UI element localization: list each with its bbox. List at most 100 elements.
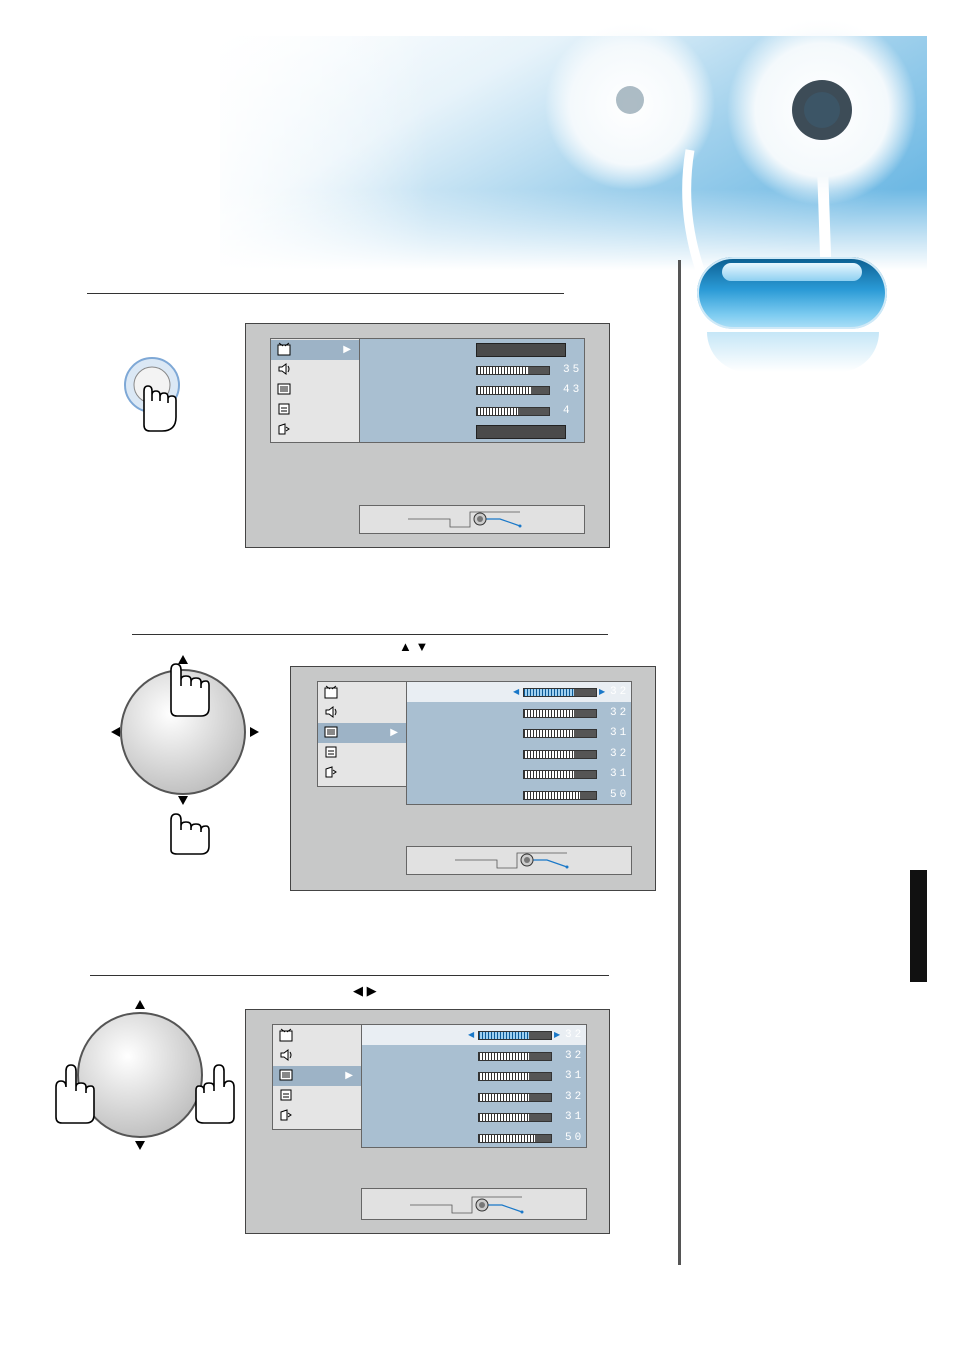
osd-setting-row[interactable]: ◀ ▶ 32 xyxy=(407,682,631,702)
submenu-arrow-icon: ▶ xyxy=(343,344,351,355)
input-icon xyxy=(278,423,290,435)
picture-icon xyxy=(279,1028,293,1042)
osd-level-bar[interactable] xyxy=(476,406,550,416)
osd-level-bar[interactable] xyxy=(523,688,597,697)
osd-setting-row[interactable]: 31 xyxy=(362,1107,586,1127)
osd-level-value: 35 xyxy=(563,363,583,376)
osd-level-bar[interactable] xyxy=(523,790,597,800)
osd-option-box[interactable] xyxy=(476,425,566,439)
osd-menu-item[interactable] xyxy=(273,1026,361,1046)
osd-setting-row[interactable]: 31 xyxy=(407,764,631,784)
hand-pointer-icon xyxy=(143,385,177,432)
osd-level-bar[interactable] xyxy=(523,729,597,738)
osd-menu-item[interactable] xyxy=(273,1046,361,1066)
osd-menu-item[interactable] xyxy=(318,683,406,703)
osd-menu-item[interactable] xyxy=(271,400,359,420)
step2-rule xyxy=(132,634,608,635)
osd-setting-row[interactable]: 35 xyxy=(360,360,584,380)
osd-menu-item[interactable]: ▶ xyxy=(273,1066,361,1086)
osd-setting-row[interactable] xyxy=(360,421,584,441)
submenu-arrow-icon: ▶ xyxy=(390,727,398,738)
feature-icon xyxy=(325,746,337,758)
osd-level-value: 32 xyxy=(610,686,630,698)
joystick-up-down xyxy=(111,655,259,855)
osd-navigation-hint xyxy=(359,505,585,534)
osd-setting-row[interactable]: 32 xyxy=(362,1087,586,1107)
feature-icon xyxy=(280,1089,292,1101)
osd-level-value: 32 xyxy=(565,1090,585,1103)
osd-setting-row[interactable]: 4 xyxy=(360,401,584,421)
osd-level-bar[interactable] xyxy=(478,1051,552,1061)
osd-menu-item[interactable]: ▶ xyxy=(318,723,406,743)
osd-setting-row[interactable]: 43 xyxy=(360,380,584,400)
osd-setting-row[interactable]: 31 xyxy=(407,723,631,743)
osd-level-bar[interactable] xyxy=(478,1092,552,1102)
osd-menu-item[interactable] xyxy=(271,360,359,380)
osd-setting-row[interactable]: 50 xyxy=(362,1128,586,1148)
osd-level-bar[interactable] xyxy=(476,365,550,375)
joystick-left-right xyxy=(55,1000,235,1150)
osd-level-value: 43 xyxy=(563,384,583,396)
osd-level-value: 31 xyxy=(610,727,630,739)
navigation-diagram-icon xyxy=(410,1196,524,1214)
osd-menu-item[interactable]: ▶ xyxy=(271,340,359,360)
page-tab-marker xyxy=(910,870,927,982)
osd-navigation-hint xyxy=(361,1188,587,1220)
osd-menu-sidebar: ▶ xyxy=(270,338,360,443)
sound-icon xyxy=(325,706,337,718)
input-icon xyxy=(280,1109,292,1121)
osd-level-bar[interactable] xyxy=(476,386,550,395)
osd-level-bar[interactable] xyxy=(523,749,597,759)
osd-setting-row[interactable]: 31 xyxy=(362,1066,586,1086)
navigation-diagram-icon xyxy=(455,852,569,869)
osd-setting-row[interactable]: 32 xyxy=(407,703,631,723)
decrease-arrow-icon[interactable]: ◀ xyxy=(468,1030,475,1039)
osd-setting-row[interactable]: 50 xyxy=(407,785,631,805)
step1-rule xyxy=(87,293,564,294)
up-arrow-icon xyxy=(135,1000,145,1009)
screen-icon xyxy=(279,1069,293,1081)
osd-setting-row[interactable] xyxy=(360,339,584,359)
osd-menu-item[interactable] xyxy=(318,703,406,723)
screen-icon xyxy=(324,726,338,738)
osd-navigation-hint xyxy=(406,846,632,875)
screen-icon xyxy=(277,383,291,395)
osd-level-bar[interactable] xyxy=(523,770,597,779)
osd-menu-item[interactable] xyxy=(271,380,359,400)
badge-highlight xyxy=(722,263,862,281)
up-down-arrows: ▲ ▼ xyxy=(399,639,429,654)
osd-level-value: 32 xyxy=(565,1029,585,1041)
osd-level-bar[interactable] xyxy=(478,1113,552,1122)
osd-level-value: 31 xyxy=(565,1070,585,1082)
dandelion-banner xyxy=(0,0,954,270)
hand-pointer-icon xyxy=(55,1064,235,1124)
osd-menu-sidebar: ▶ xyxy=(317,681,407,787)
increase-arrow-icon[interactable]: ▶ xyxy=(599,687,606,696)
osd-menu-item[interactable] xyxy=(318,763,406,783)
down-arrow-icon xyxy=(135,1141,145,1150)
osd-main-panel: 35 43 4 xyxy=(359,338,585,443)
osd-level-bar[interactable] xyxy=(478,1133,552,1143)
increase-arrow-icon[interactable]: ▶ xyxy=(554,1030,561,1039)
osd-menu-item[interactable] xyxy=(273,1086,361,1106)
osd-setting-row[interactable]: 32 xyxy=(362,1046,586,1066)
osd-menu-item[interactable] xyxy=(273,1106,361,1126)
decrease-arrow-icon[interactable]: ◀ xyxy=(513,687,520,696)
picture-icon xyxy=(277,342,291,356)
osd-level-value: 50 xyxy=(610,788,630,801)
osd-setting-row[interactable]: 32 xyxy=(407,744,631,764)
osd-screen-1: ▶ 35 43 4 xyxy=(245,323,610,548)
osd-level-bar[interactable] xyxy=(523,708,597,718)
osd-menu-item[interactable] xyxy=(271,420,359,440)
osd-level-bar[interactable] xyxy=(478,1072,552,1081)
left-arrow-icon xyxy=(111,727,120,737)
down-arrow-icon xyxy=(178,796,188,805)
osd-setting-row[interactable]: ◀ ▶ 32 xyxy=(362,1025,586,1045)
osd-option-box[interactable] xyxy=(476,343,566,357)
osd-level-bar[interactable] xyxy=(478,1031,552,1040)
osd-menu-item[interactable] xyxy=(318,743,406,763)
navigation-diagram-icon xyxy=(408,511,522,528)
